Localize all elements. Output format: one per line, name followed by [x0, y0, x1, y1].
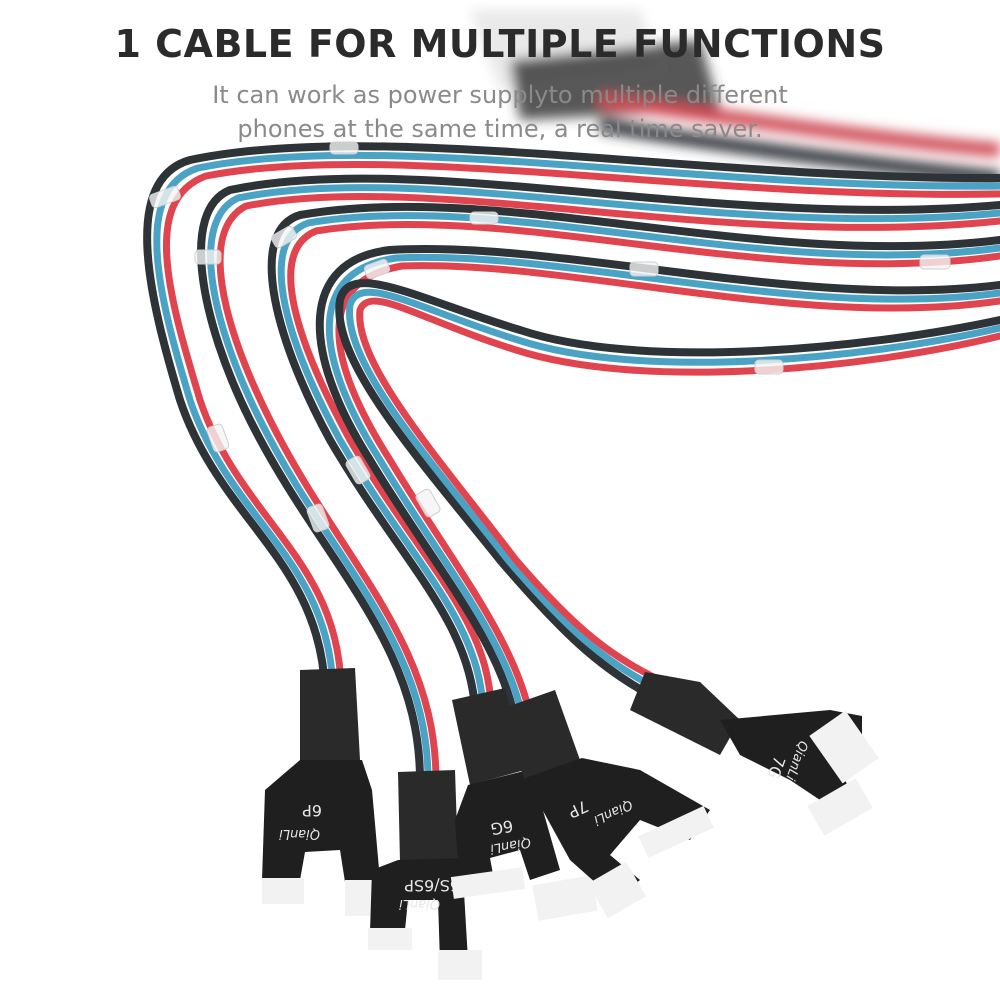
brand-label-6g: QianLi: [489, 834, 532, 856]
connector-label-6s-6sp: 6S/6SP: [404, 876, 460, 895]
brand-label-6s-6sp: QianLi: [399, 896, 440, 911]
connector-label-6g: 6G: [489, 816, 515, 839]
subheadline: It can work as power supplyto multiple d…: [170, 78, 830, 146]
connector-6p: 6P QianLi: [262, 668, 399, 916]
cable-7p: [315, 245, 1000, 724]
connector-6s-6sp: 6S/6SP QianLi: [368, 770, 482, 980]
usb-plug-background: [470, 10, 1000, 185]
cable-clips: [149, 141, 951, 533]
connector-7g: 7G QianLi: [630, 672, 879, 836]
cable-7g: [335, 279, 1000, 704]
subheadline-line-1: It can work as power supplyto multiple d…: [212, 81, 788, 109]
connector-label-6p: 6P: [302, 801, 322, 820]
headline: 1 CABLE FOR MULTIPLE FUNCTIONS: [114, 22, 886, 66]
connector-7p: 7P QianLi: [498, 690, 714, 919]
cable-6s-6sp: [197, 174, 1000, 784]
brand-label-6p: QianLi: [279, 826, 320, 841]
subheadline-line-2: phones at the same time, a real time sav…: [237, 115, 763, 143]
